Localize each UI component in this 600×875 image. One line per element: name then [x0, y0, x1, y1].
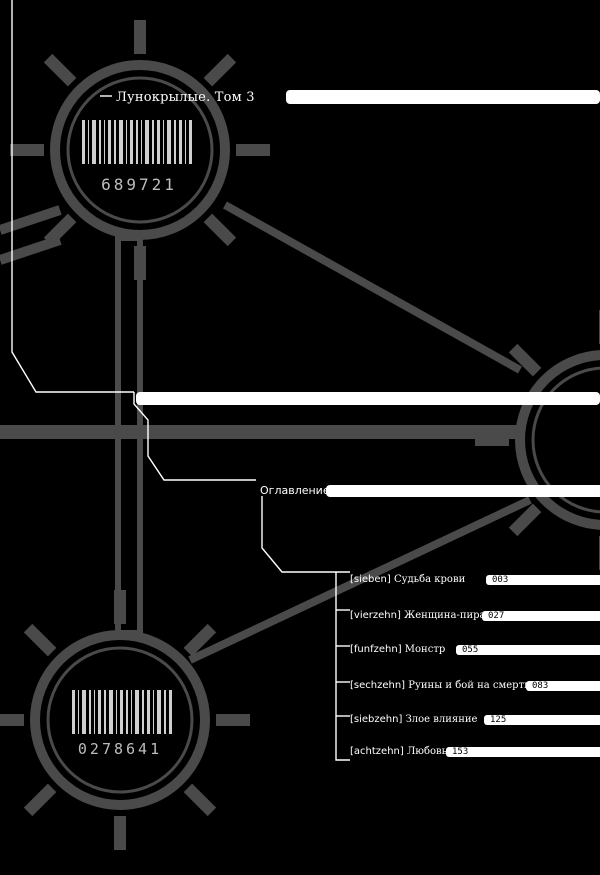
- toc-entry[interactable]: [funfzehn] Монстр 055: [350, 642, 600, 658]
- toc-entry[interactable]: [sieben] Судьба крови 003: [350, 572, 600, 588]
- chapter-tag: [funfzehn]: [350, 644, 402, 655]
- page-number: 003: [486, 575, 600, 585]
- bracket-lines: [11, 0, 350, 761]
- chapter-title: Руины и бой на смерть: [408, 680, 530, 691]
- title-bar-fill: [286, 90, 600, 104]
- book-title-bar: Лунокрылые. Том 3: [112, 88, 600, 108]
- page-number: 055: [456, 645, 600, 655]
- chapter-title: Монстр: [404, 644, 446, 655]
- toc-heading: Оглавление: [260, 484, 330, 497]
- gear-right: [515, 350, 600, 530]
- toc-entry[interactable]: [sechzehn] Руины и бой на смерть 083: [350, 678, 600, 694]
- page-number: 083: [526, 681, 600, 691]
- page-number: 125: [484, 715, 600, 725]
- section-bar: [136, 392, 600, 405]
- toc-entry-label: [siebzehn] Злое влияние: [350, 712, 477, 728]
- toc-heading-bar: Оглавление: [256, 480, 600, 502]
- page-number: 027: [482, 611, 600, 621]
- toc-entry-label: [sieben] Судьба крови: [350, 572, 465, 588]
- toc-entry-label: [vierzehn] Женщина-пират: [350, 608, 491, 624]
- toc-entry[interactable]: [achtzehn] Любовь 153: [350, 744, 600, 760]
- chapter-tag: [sieben]: [350, 574, 391, 585]
- toc-heading-fill: [326, 485, 600, 497]
- barcode-top-number: 689721: [101, 175, 177, 194]
- chapter-title: Судьба крови: [393, 574, 466, 585]
- toc-entry[interactable]: [vierzehn] Женщина-пират 027: [350, 608, 600, 624]
- toc-entry-label: [sechzehn] Руины и бой на смерть: [350, 678, 530, 694]
- book-title: Лунокрылые. Том 3: [116, 90, 255, 105]
- chapter-tag: [vierzehn]: [350, 610, 401, 621]
- barcode-bottom: [72, 690, 172, 734]
- chapter-title: Злое влияние: [405, 714, 478, 725]
- toc-entry-label: [achtzehn] Любовь: [350, 744, 447, 760]
- chapter-tag: [achtzehn]: [350, 746, 404, 757]
- barcode-bottom-number: 0278641: [78, 740, 162, 758]
- barcode-top: [82, 120, 192, 164]
- toc-entry[interactable]: [siebzehn] Злое влияние 125: [350, 712, 600, 728]
- chapter-title: Женщина-пират: [404, 610, 492, 621]
- chapter-tag: [sechzehn]: [350, 680, 406, 691]
- chapter-title: Любовь: [406, 746, 448, 757]
- chapter-tag: [siebzehn]: [350, 714, 403, 725]
- toc-entry-label: [funfzehn] Монстр: [350, 642, 445, 658]
- page-number: 153: [446, 747, 600, 757]
